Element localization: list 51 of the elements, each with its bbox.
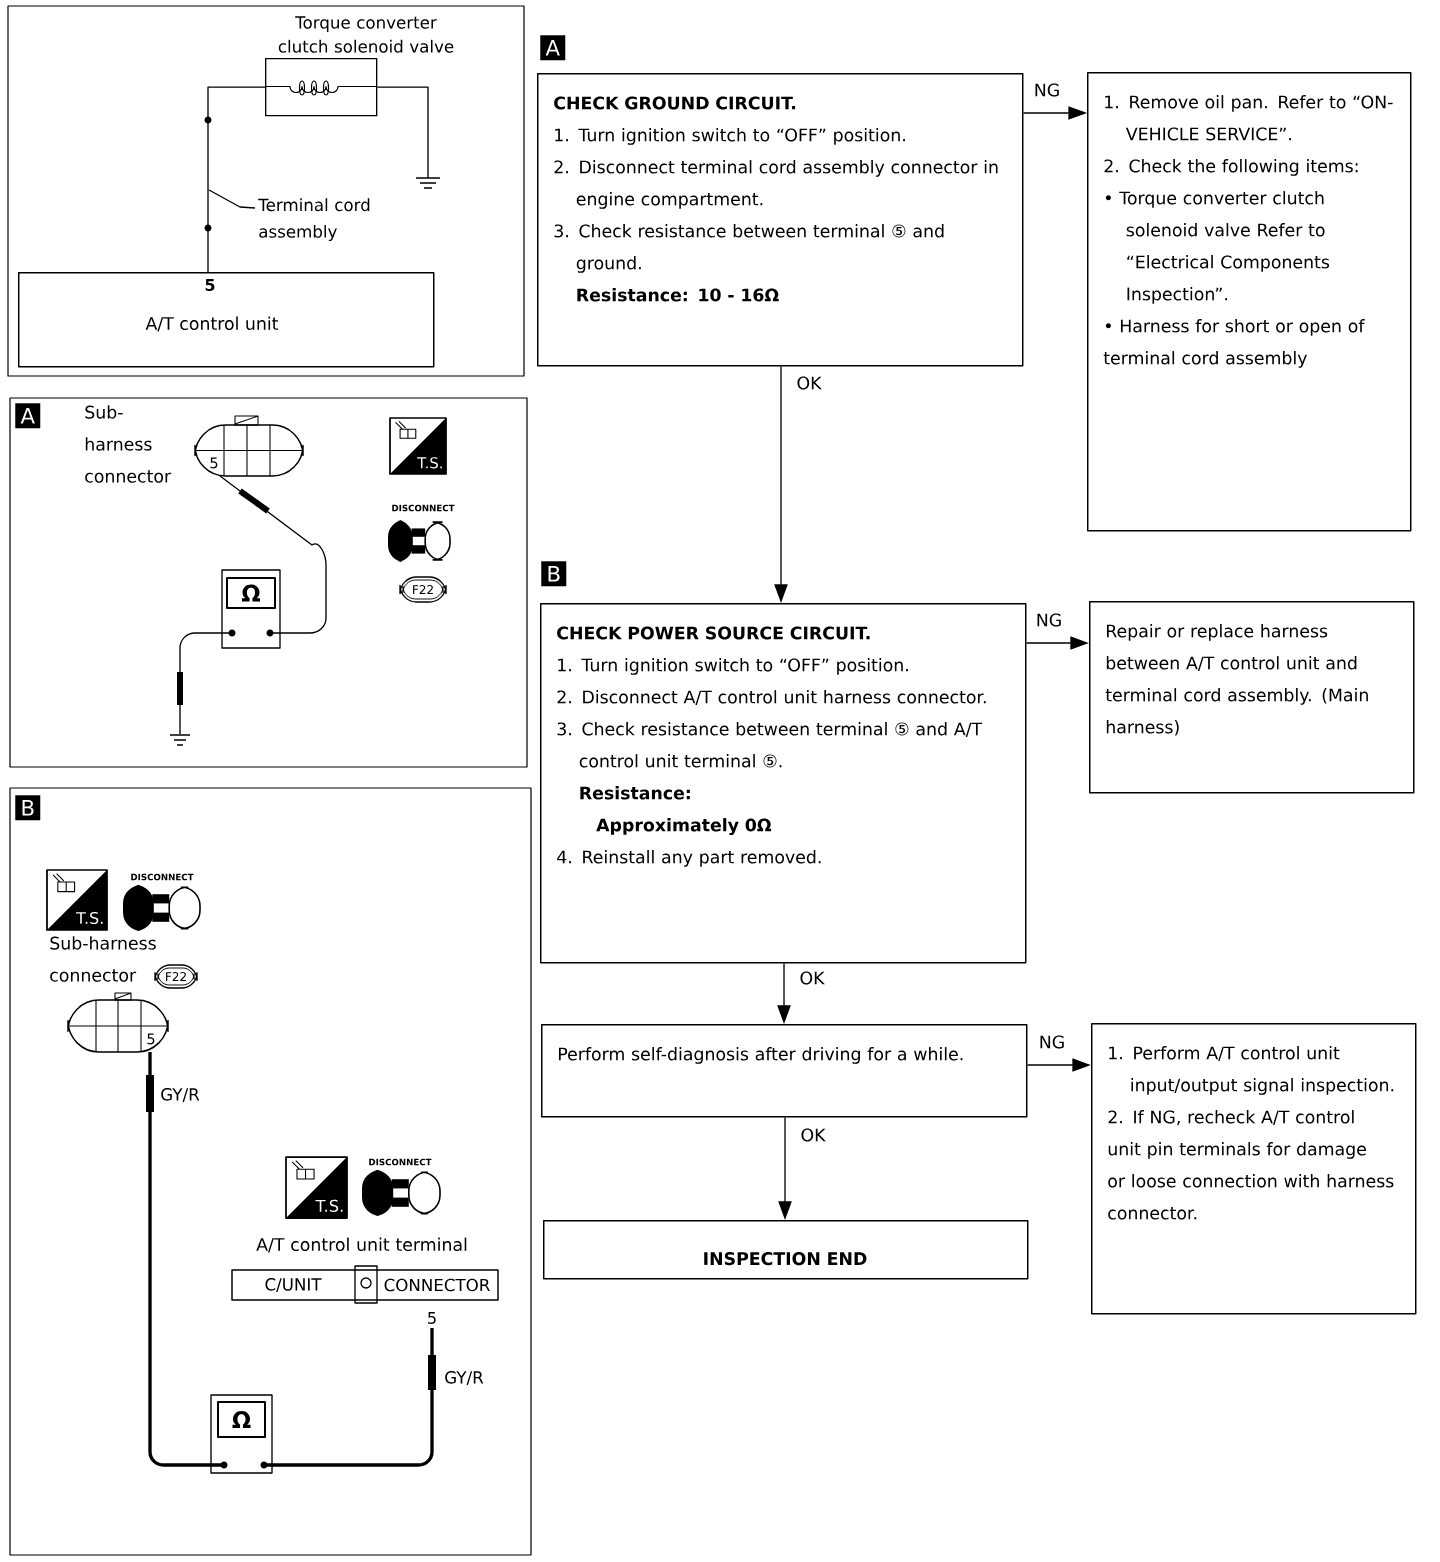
callout-text: Terminal cord assembly [258, 198, 370, 242]
node-label: 1. Turn ignition switch to “OFF” position. [555, 128, 905, 145]
process-box: Perform self-diagnosis after driving for a while. [541, 1024, 1028, 1118]
connector-id-badge: F22 [399, 576, 447, 603]
caption: A/T control unit terminal [256, 1237, 467, 1253]
icon-caption: DISCONNECT [369, 1158, 432, 1166]
harness-connector: 5 [194, 415, 304, 477]
node-label: 2. Disconnect A/T control unit harness connector. [557, 690, 986, 705]
connector-id-badge: F22 [154, 964, 198, 989]
node-label: CHECK POWER SOURCE CIRCUIT. [557, 626, 870, 640]
icon-caption: DISCONNECT [131, 873, 194, 881]
edge-label: NG [1037, 1034, 1067, 1050]
process-box: 1. Perform A/T control unit input/output signal inspection. 2. If NG, recheck A/T control unit pin terminals for damage or loose connection with harness connector. [1091, 1023, 1417, 1315]
node-label: 3. Check resistance between terminal ⑤ and A/T control unit terminal ⑤. [557, 722, 983, 768]
leader-line [208, 189, 256, 209]
caption: Sub-harness connector [50, 936, 156, 982]
node-label: CHECK GROUND CIRCUIT. [554, 96, 796, 110]
edge-label: OK [795, 375, 823, 391]
label: C/UNIT [265, 1278, 322, 1292]
process-box: INSPECTION END [543, 1220, 1029, 1280]
node-label: 2. Disconnect terminal cord assembly connector in engine compartment. [554, 160, 998, 209]
pin-number: 5 [428, 1312, 436, 1324]
edge-label: NG [1034, 612, 1064, 628]
edge-label: OK [798, 970, 826, 986]
process-box: Repair or replace harness between A/T control unit and terminal cord assembly. (Main harness) [1089, 601, 1415, 794]
solenoid-valve: Torque converter clutch solenoid valve [264, 16, 454, 117]
edge-label: OK [799, 1127, 827, 1143]
node-label: 4. Reinstall any part removed. [557, 850, 821, 867]
node-label: 3. Check resistance between terminal ⑤ and ground. [554, 224, 944, 273]
edge-label: NG [1032, 82, 1062, 98]
node-label: Resistance: [580, 786, 690, 800]
process-box: 1. Remove oil pan. Refer to “ON-VEHICLE SERVICE”. 2. Check the following items: • Torque converter clutch solenoid valve Refer to “Electrical Components Inspection”. • Harness for short or open of terminal cord assembly [1087, 72, 1412, 532]
ohmmeter: Ω [221, 569, 281, 649]
caption: Sub-harness connector [85, 405, 172, 483]
terminal-bar: C/UNIT CONNECTOR [231, 1265, 499, 1304]
ground-symbol [415, 177, 441, 189]
wire-color-label: GY/R [445, 1371, 484, 1385]
icon-caption: DISCONNECT [392, 504, 455, 512]
label: CONNECTOR [384, 1278, 490, 1292]
wire [376, 86, 429, 179]
process-box: CHECK POWER SOURCE CIRCUIT. 1. Turn ignition switch to “OFF” position. 2. Disconnect A/T control unit harness connector. 3. Check resistance between terminal ⑤ and A/T control unit terminal ⑤. Resistance: Approximately 0Ω 4. Reinstall any part removed. [540, 603, 1027, 964]
control-unit-box: 5 A/T control unit [18, 272, 435, 368]
wire-color-label: GY/R [161, 1088, 200, 1102]
wire [207, 86, 266, 273]
node-label: 1. Turn ignition switch to “OFF” position. [558, 658, 908, 675]
ohmmeter: Ω [210, 1394, 273, 1474]
node-label: Torque converter clutch solenoid valve [278, 16, 454, 53]
node-label: Approximately 0Ω [596, 818, 772, 836]
harness-connector: 5 [67, 992, 169, 1053]
process-box: CHECK GROUND CIRCUIT. 1. Turn ignition switch to “OFF” position. 2. Disconnect terminal cord assembly connector in engine compartment. 3. Check resistance between terminal ⑤ and ground. Resistance: 10 - 16Ω [537, 73, 1024, 367]
node-label: Resistance: 10 - 16Ω [577, 288, 779, 302]
